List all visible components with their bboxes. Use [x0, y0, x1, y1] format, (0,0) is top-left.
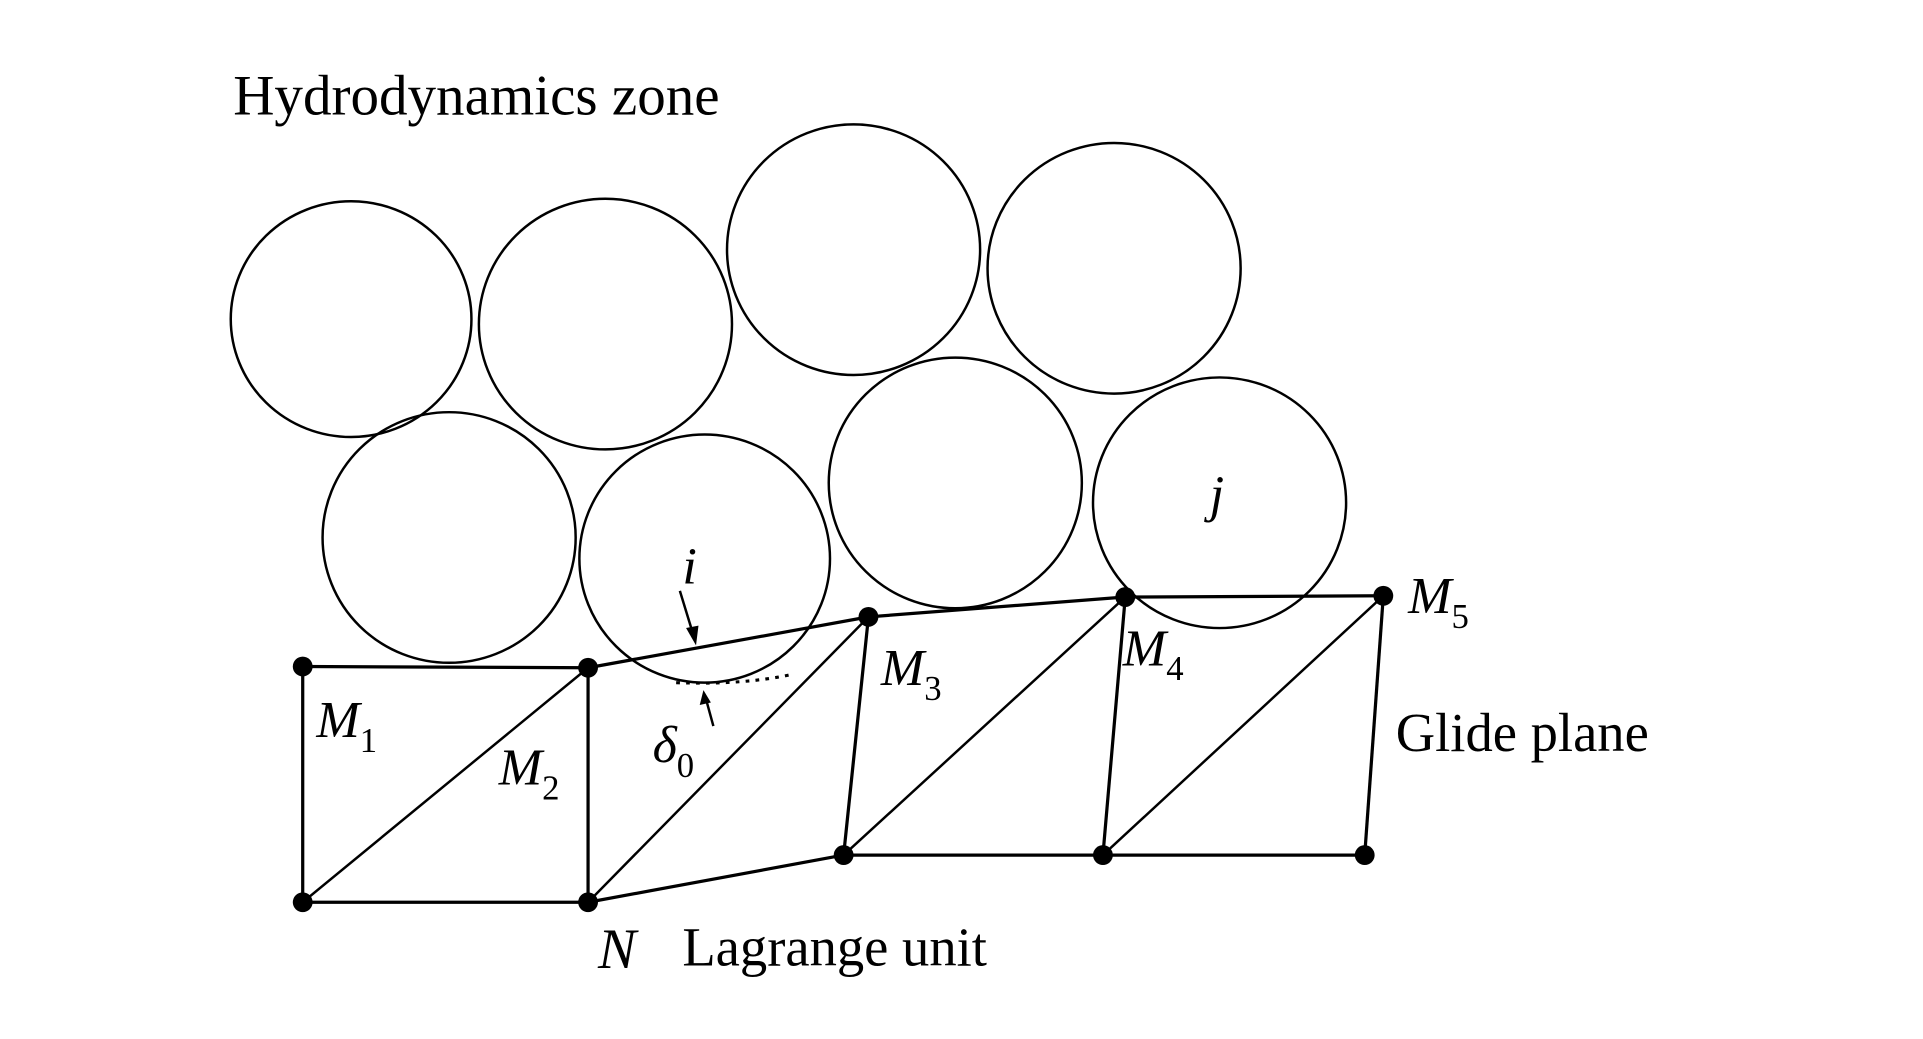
label-j: j — [1204, 466, 1224, 523]
label-delta0: δ0 — [653, 717, 695, 785]
label-m5: M5 — [1407, 568, 1469, 636]
node-m1 — [292, 656, 313, 677]
label-i: i — [682, 538, 696, 595]
particle-j — [1091, 376, 1348, 630]
mesh-nodes — [292, 585, 1394, 913]
mesh-diagonal — [1102, 594, 1385, 857]
hydrodynamics-zone-label: Hydrodynamics zone — [233, 64, 719, 127]
node — [833, 845, 854, 866]
node-m5 — [1373, 585, 1394, 606]
mesh-edge — [587, 615, 869, 670]
particle — [229, 200, 473, 439]
mesh-diagonal — [842, 596, 1127, 857]
node-m2 — [578, 657, 598, 678]
mesh-diagonal — [587, 616, 870, 904]
label-m2: M2 — [498, 739, 560, 807]
lagrange-unit-label: Lagrange unit — [682, 917, 987, 978]
node-m3 — [858, 606, 879, 627]
mesh-edge — [1363, 595, 1385, 856]
particle-i — [578, 433, 832, 684]
label-m1: M1 — [315, 692, 377, 760]
node-n — [578, 892, 598, 913]
arrow-head — [699, 690, 711, 705]
sph-particles — [229, 123, 1348, 684]
mesh-diagonal — [301, 666, 589, 904]
label-n: N — [597, 918, 639, 981]
particle — [986, 141, 1242, 395]
arrow-head — [686, 625, 699, 646]
node — [1354, 845, 1375, 866]
mesh-edge — [1101, 596, 1127, 856]
mesh-edge — [1125, 594, 1384, 599]
node-m4 — [1115, 587, 1136, 607]
particle — [827, 356, 1084, 610]
node — [1093, 845, 1113, 866]
label-m4: M4 — [1122, 620, 1184, 688]
particle — [477, 197, 734, 451]
mesh-edge — [587, 853, 844, 904]
mesh-edge — [302, 664, 589, 670]
node — [292, 892, 313, 913]
mesh-edge — [842, 616, 871, 856]
lagrange-mesh — [292, 585, 1394, 913]
label-m3: M3 — [880, 640, 942, 708]
distance-annotation — [676, 590, 795, 727]
mesh-edge — [868, 595, 1126, 619]
glide-plane-label: Glide plane — [1396, 702, 1649, 763]
particle — [725, 123, 982, 377]
particle — [321, 410, 577, 665]
arrow-delta — [704, 698, 715, 727]
